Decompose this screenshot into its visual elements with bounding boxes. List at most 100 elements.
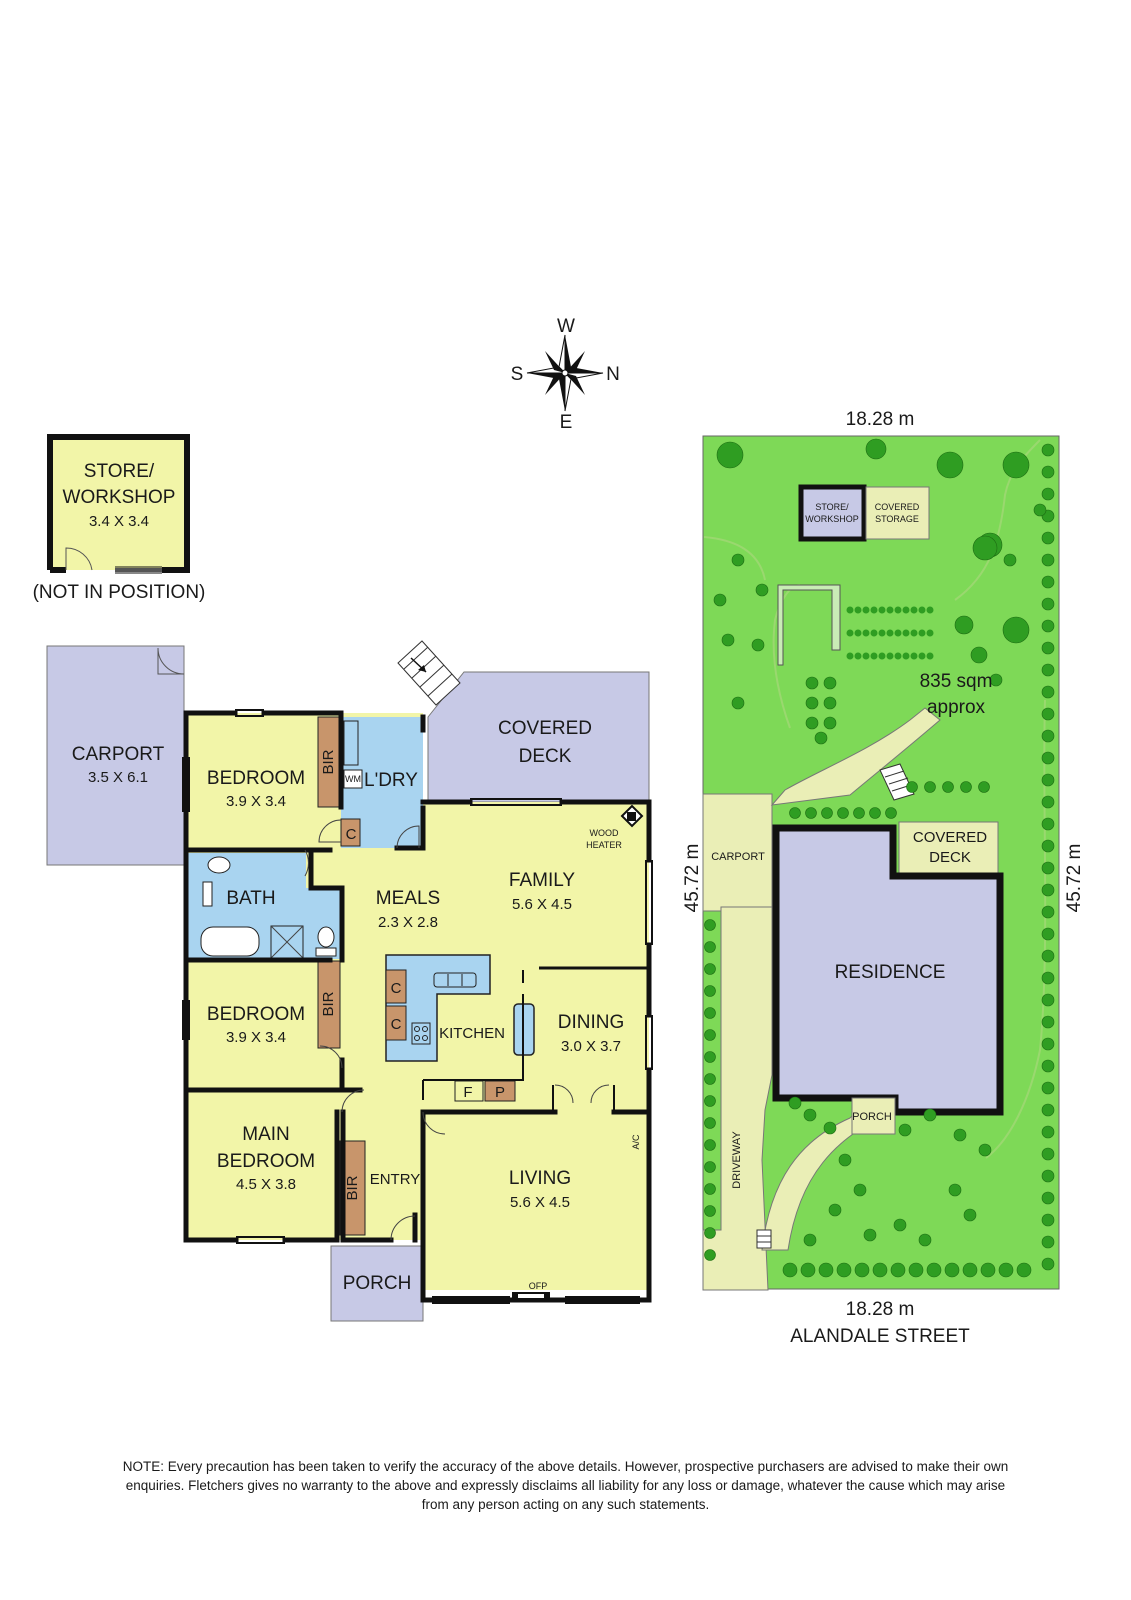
- tree-icon: [800, 1262, 816, 1278]
- cupboard-label-kitchen-1: C: [391, 980, 402, 997]
- wood-heater-label-1: WOOD: [590, 828, 619, 838]
- tree-icon: [1041, 1015, 1055, 1029]
- tree-icon: [863, 1228, 877, 1242]
- vegetable-plant-icon: [846, 629, 854, 637]
- tree-icon: [869, 807, 881, 819]
- site-area-line2: approx: [927, 697, 986, 718]
- tree-icon: [788, 1096, 802, 1110]
- tree-icon: [704, 1073, 716, 1085]
- tree-icon: [1041, 971, 1055, 985]
- tree-icon: [704, 985, 716, 997]
- cupboard-kitchen-1: [385, 969, 407, 1004]
- main-bedroom-dims: 4.5 X 3.8: [236, 1176, 296, 1193]
- site-area-line1: 835 sqm: [920, 671, 993, 692]
- compass-rose: W E S N: [511, 316, 620, 433]
- main-bedroom-label-1: MAIN: [242, 1124, 290, 1145]
- tree-icon: [972, 535, 998, 561]
- site-store-label-1: STORE/: [815, 502, 849, 512]
- tree-icon: [948, 1183, 962, 1197]
- dining-label: DINING: [558, 1012, 625, 1033]
- tree-icon: [838, 1153, 852, 1167]
- tree-icon: [713, 593, 727, 607]
- carport-dims: 3.5 X 6.1: [88, 769, 148, 786]
- tree-icon: [944, 1262, 960, 1278]
- family-dims: 5.6 X 4.5: [512, 896, 572, 913]
- tree-icon: [854, 1262, 870, 1278]
- tree-icon: [1041, 443, 1055, 457]
- tree-icon: [1003, 553, 1017, 567]
- tree-icon: [704, 1095, 716, 1107]
- tree-icon: [704, 1051, 716, 1063]
- tree-icon: [704, 1183, 716, 1195]
- site-left-depth: 45.72 m: [682, 844, 703, 913]
- covered-deck-label-2: DECK: [519, 746, 572, 767]
- main-bedroom-label-2: BEDROOM: [217, 1151, 315, 1172]
- covered-deck-label-1: COVERED: [498, 718, 592, 739]
- bedroom2-label: BEDROOM: [207, 1004, 305, 1025]
- site-residence: [772, 824, 1004, 1116]
- cupboard-laundry: [340, 818, 361, 847]
- site-porch: [851, 1097, 896, 1135]
- living-label: LIVING: [509, 1168, 571, 1189]
- tree-icon: [1041, 861, 1055, 875]
- vegetable-plant-icon: [878, 652, 886, 660]
- site-bottom-width: 18.28 m: [846, 1299, 915, 1320]
- fridge-label: F: [463, 1084, 472, 1101]
- tree-icon: [1041, 553, 1055, 567]
- tree-icon: [893, 1218, 907, 1232]
- tree-icon: [954, 615, 974, 635]
- vegetable-plant-icon: [910, 606, 918, 614]
- bedroom1-label: BEDROOM: [207, 768, 305, 789]
- bir-label-1: BIR: [320, 749, 337, 774]
- tree-icon: [1041, 1213, 1055, 1227]
- covered-deck-area: [427, 671, 650, 803]
- tree-icon: [1041, 729, 1055, 743]
- tree-icon: [924, 781, 936, 793]
- tree-icon: [906, 781, 918, 793]
- tree-icon: [1041, 487, 1055, 501]
- pantry-label: P: [495, 1084, 505, 1101]
- site-top-width: 18.28 m: [846, 409, 915, 430]
- ofp-label: OFP: [529, 1281, 548, 1291]
- tree-icon: [1041, 927, 1055, 941]
- laundry-label: L'DRY: [364, 770, 418, 791]
- tree-icon: [1041, 905, 1055, 919]
- tree-icon: [1041, 575, 1055, 589]
- tree-icon: [823, 716, 837, 730]
- cupboard-label-kitchen-2: C: [391, 1016, 402, 1033]
- site-covered-deck-label-2: DECK: [929, 849, 971, 866]
- tree-icon: [818, 1262, 834, 1278]
- tree-icon: [1041, 685, 1055, 699]
- tree-icon: [823, 1121, 837, 1135]
- tree-icon: [704, 1249, 716, 1261]
- tree-icon: [828, 1203, 842, 1217]
- tree-icon: [704, 1117, 716, 1129]
- tree-icon: [1041, 663, 1055, 677]
- bedroom1-dims: 3.9 X 3.4: [226, 793, 286, 810]
- tree-icon: [1041, 839, 1055, 853]
- tree-icon: [1041, 883, 1055, 897]
- site-covered-deck-label-1: COVERED: [913, 829, 987, 846]
- site-right-depth: 45.72 m: [1064, 844, 1085, 913]
- tree-icon: [837, 807, 849, 819]
- tree-icon: [704, 1139, 716, 1151]
- site-carport-label: CARPORT: [711, 851, 765, 863]
- tree-icon: [803, 1108, 817, 1122]
- kitchen-label: KITCHEN: [439, 1025, 505, 1042]
- tree-icon: [853, 807, 865, 819]
- tree-icon: [1041, 1037, 1055, 1051]
- disclaimer-note: NOTE: Every precaution has been taken to…: [122, 1459, 1009, 1512]
- vegetable-plant-icon: [902, 652, 910, 660]
- tree-icon: [1002, 451, 1030, 479]
- ac-label: A/C: [631, 1134, 641, 1150]
- meals-label: MEALS: [376, 888, 440, 909]
- site-store-workshop: [798, 484, 867, 542]
- wood-heater-icon: [620, 804, 644, 828]
- tree-icon: [936, 451, 964, 479]
- carport-area: [46, 645, 185, 866]
- site-street-name: ALANDALE STREET: [790, 1326, 970, 1347]
- tree-icon: [803, 1233, 817, 1247]
- tree-icon: [1041, 949, 1055, 963]
- compass-north: N: [606, 364, 620, 385]
